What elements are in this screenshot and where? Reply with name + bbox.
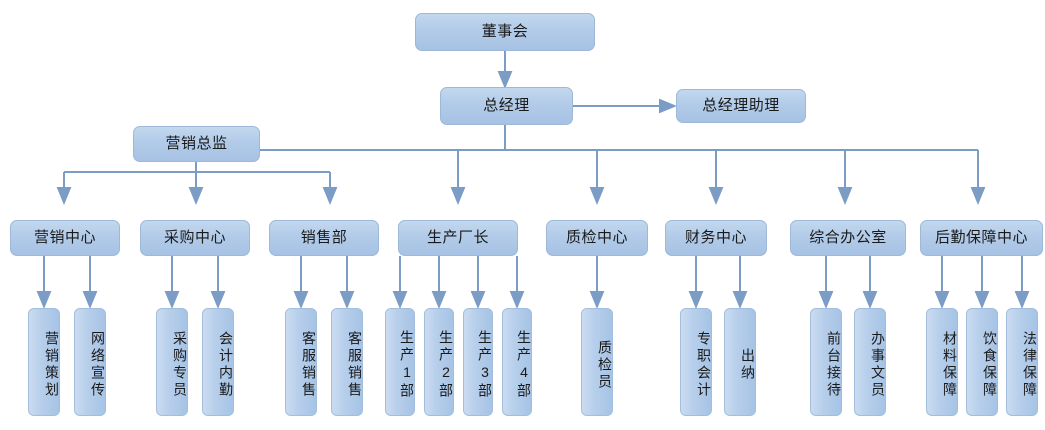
department-box[interactable]: 生产厂长 (398, 220, 518, 256)
node-board[interactable]: 董事会 (415, 13, 595, 51)
department-box[interactable]: 财务中心 (665, 220, 767, 256)
position-box[interactable]: 办事文员 (854, 308, 886, 416)
position-label: 生产4部 (516, 330, 532, 400)
position-label: 办事文员 (870, 331, 886, 399)
node-gm-assistant-label: 总经理助理 (702, 96, 780, 114)
node-board-label: 董事会 (481, 22, 529, 40)
department-box[interactable]: 采购中心 (140, 220, 250, 256)
department-box[interactable]: 营销中心 (10, 220, 120, 256)
position-label: 材料保障 (942, 331, 958, 399)
position-label: 出纳 (740, 348, 756, 382)
position-label: 法律保障 (1022, 331, 1038, 399)
position-label: 客服销售 (301, 331, 317, 399)
position-label: 生产1部 (399, 330, 415, 400)
department-label: 后勤保障中心 (934, 228, 1028, 246)
node-marketing-director[interactable]: 营销总监 (133, 126, 260, 162)
position-label: 会计内勤 (218, 331, 234, 399)
department-label: 营销中心 (33, 228, 96, 246)
position-label: 专职会计 (696, 331, 712, 399)
department-label: 综合办公室 (809, 228, 887, 246)
position-box[interactable]: 出纳 (724, 308, 756, 416)
position-label: 客服销售 (347, 331, 363, 399)
department-box[interactable]: 销售部 (269, 220, 379, 256)
position-box[interactable]: 生产4部 (502, 308, 532, 416)
department-box[interactable]: 综合办公室 (790, 220, 906, 256)
position-box[interactable]: 会计内勤 (202, 308, 234, 416)
position-box[interactable]: 材料保障 (926, 308, 958, 416)
position-box[interactable]: 生产1部 (385, 308, 415, 416)
position-label: 网络宣传 (90, 331, 106, 399)
department-label: 财务中心 (684, 228, 747, 246)
position-box[interactable]: 饮食保障 (966, 308, 998, 416)
node-gm-assistant[interactable]: 总经理助理 (676, 89, 806, 123)
position-box[interactable]: 客服销售 (285, 308, 317, 416)
position-box[interactable]: 营销策划 (28, 308, 60, 416)
node-general-manager[interactable]: 总经理 (440, 87, 573, 125)
position-box[interactable]: 客服销售 (331, 308, 363, 416)
department-label: 销售部 (300, 228, 348, 246)
position-box[interactable]: 网络宣传 (74, 308, 106, 416)
department-box[interactable]: 质检中心 (546, 220, 648, 256)
position-box[interactable]: 前台接待 (810, 308, 842, 416)
node-general-manager-label: 总经理 (483, 96, 530, 114)
position-label: 采购专员 (172, 331, 188, 399)
position-box[interactable]: 专职会计 (680, 308, 712, 416)
position-label: 前台接待 (826, 331, 842, 399)
position-label: 饮食保障 (982, 331, 998, 399)
department-box[interactable]: 后勤保障中心 (920, 220, 1043, 256)
department-label: 生产厂长 (426, 228, 489, 246)
position-label: 生产2部 (438, 330, 454, 400)
position-label: 营销策划 (44, 331, 60, 399)
position-label: 生产3部 (477, 330, 493, 400)
position-box[interactable]: 采购专员 (156, 308, 188, 416)
department-label: 采购中心 (163, 228, 226, 246)
department-label: 质检中心 (565, 228, 628, 246)
position-box[interactable]: 生产3部 (463, 308, 493, 416)
position-box[interactable]: 质检员 (581, 308, 613, 416)
position-box[interactable]: 生产2部 (424, 308, 454, 416)
node-marketing-director-label: 营销总监 (165, 134, 228, 152)
position-label: 质检员 (597, 339, 613, 391)
position-box[interactable]: 法律保障 (1006, 308, 1038, 416)
